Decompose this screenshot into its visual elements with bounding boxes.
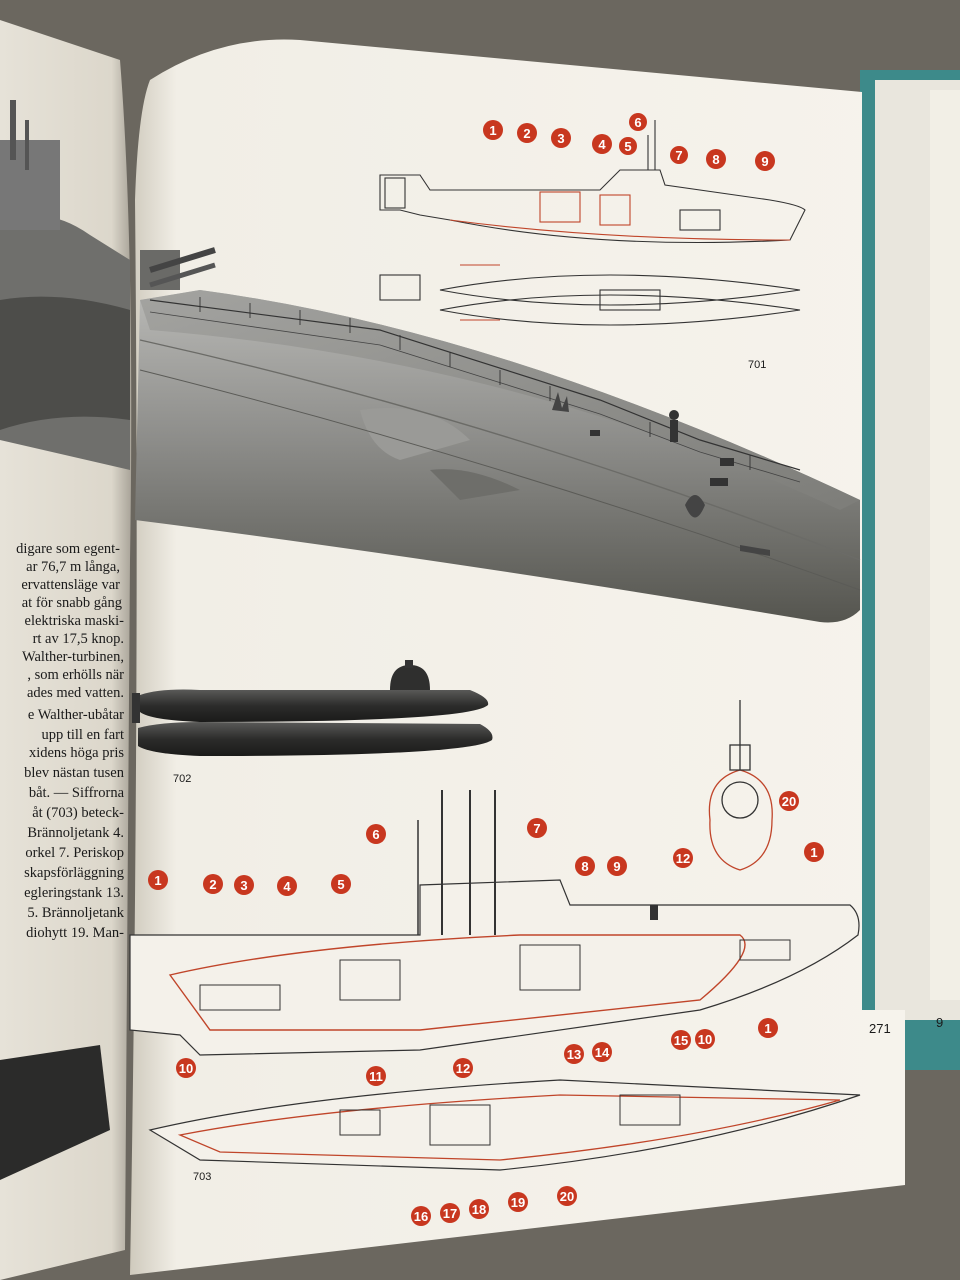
callouts-703-top: 1 2 3 4 5 6 7 8 9 — [148, 818, 627, 896]
callout-badge: 10 — [698, 1032, 712, 1047]
callout-badge: 4 — [598, 137, 606, 152]
left-text-line: blev nästan tusen — [24, 765, 125, 781]
left-text-line: Walther-turbinen, — [22, 649, 124, 665]
left-text-line: ades med vatten. — [27, 685, 124, 701]
submarine-703-section-drawing — [708, 700, 773, 871]
left-text-line: åt (703) beteck- — [32, 805, 124, 821]
left-text-line: elektriska maski- — [25, 613, 125, 629]
callout-badge: 12 — [456, 1061, 470, 1076]
submarine-703-profile-drawing — [129, 790, 860, 1056]
left-text-line: e Walther-ubåtar — [28, 707, 124, 723]
callout-badge: 16 — [414, 1209, 428, 1224]
left-text-line: upp till en fart — [41, 727, 124, 743]
callout-badge: 20 — [782, 794, 796, 809]
callout-badge: 18 — [472, 1202, 486, 1217]
left-text-line: ervattensläge var — [21, 577, 120, 593]
left-text-line: digare som egent- — [16, 541, 120, 557]
submarine-702-illustration — [132, 660, 493, 756]
callouts-701: 1 2 3 4 5 6 7 8 9 — [483, 113, 775, 171]
callout-badge: 14 — [595, 1045, 610, 1060]
left-text-line: xidens höga pris — [29, 745, 124, 761]
callout-badge: 1 — [810, 845, 817, 860]
callout-badge: 2 — [523, 126, 530, 141]
submarine-701-profile-drawing — [379, 120, 806, 244]
figure-label-702: 702 — [173, 773, 191, 785]
callout-badge: 9 — [761, 154, 768, 169]
callout-badge: 2 — [209, 877, 216, 892]
callout-badge: 3 — [557, 131, 564, 146]
callout-badge: 15 — [674, 1033, 688, 1048]
left-text-line: skapsförläggning — [24, 865, 124, 881]
left-text-line: Brännoljetank 4. — [27, 825, 124, 841]
left-text-line: 5. Brännoljetank — [27, 905, 124, 921]
left-text-line: diohytt 19. Man- — [26, 925, 124, 941]
left-page-submarine-illustration — [0, 100, 130, 470]
callouts-703-plan: 16 17 18 19 20 — [411, 1186, 577, 1226]
callouts-703-bottom: 10 11 12 13 14 15 10 1 — [176, 1018, 778, 1086]
left-text-line: orkel 7. Periskop — [25, 845, 124, 861]
callout-badge: 4 — [283, 879, 291, 894]
left-text-line: at för snabb gång — [22, 595, 122, 611]
callout-badge: 11 — [369, 1069, 383, 1084]
callout-badge: 10 — [179, 1061, 193, 1076]
callout-badge: 6 — [634, 115, 641, 130]
callout-badge: 8 — [712, 152, 719, 167]
callout-badge: 7 — [675, 148, 682, 163]
figure-label-701: 701 — [748, 359, 766, 371]
left-text-line: ar 76,7 m långa, — [26, 559, 120, 575]
edge-number: 9 — [936, 1015, 943, 1030]
figure-label-703: 703 — [193, 1171, 211, 1183]
left-page-text: digare som egent- ar 76,7 m långa, ervat… — [16, 541, 125, 941]
callout-badge: 6 — [372, 827, 379, 842]
callout-badge: 7 — [533, 821, 540, 836]
callout-badge: 1 — [489, 123, 496, 138]
submarine-701-illustration — [135, 247, 861, 623]
left-text-line: egleringstank 13. — [24, 885, 124, 901]
callout-badge: 13 — [567, 1047, 581, 1062]
callout-badge: 12 — [676, 851, 690, 866]
callout-badge: 5 — [337, 877, 344, 892]
callout-badge: 5 — [624, 139, 631, 154]
callout-badge: 19 — [511, 1195, 525, 1210]
submarine-703-plan-drawing — [148, 1079, 861, 1171]
callout-badge: 8 — [581, 859, 588, 874]
callout-badge: 3 — [240, 878, 247, 893]
callout-badge: 20 — [560, 1189, 574, 1204]
callout-badge: 1 — [154, 873, 161, 888]
left-text-line: båt. — Siffrorna — [29, 785, 125, 801]
left-page-submarine-bottom — [0, 1045, 110, 1180]
page-number: 271 — [869, 1021, 891, 1036]
left-text-line: , som erhölls när — [27, 667, 124, 683]
callouts-703-section: 20 12 1 — [673, 791, 824, 868]
callout-badge: 17 — [443, 1206, 457, 1221]
submarine-701-plan-drawing — [379, 264, 801, 326]
callout-badge: 9 — [613, 859, 620, 874]
left-text-line: rt av 17,5 knop. — [33, 631, 124, 647]
callout-badge: 1 — [764, 1021, 771, 1036]
